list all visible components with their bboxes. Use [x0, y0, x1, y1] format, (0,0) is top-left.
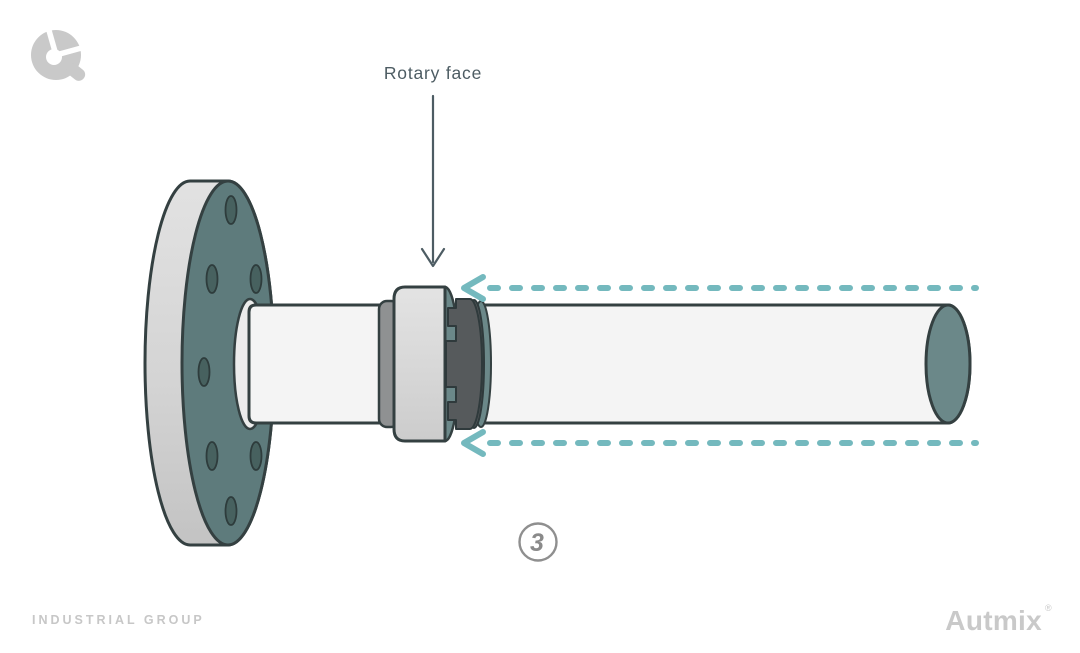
- footer-industrial-group: INDUSTRIAL GROUP: [32, 613, 205, 627]
- step-badge: 3: [518, 522, 558, 562]
- down-arrow-icon: [420, 94, 446, 268]
- bolt-hole: [205, 264, 219, 294]
- step-number: 3: [530, 529, 544, 557]
- bolt-hole: [249, 441, 263, 471]
- drive-notch-ring: [445, 298, 483, 430]
- rotary-face-seal: [377, 285, 492, 443]
- shaft-body: [247, 303, 972, 425]
- insertion-arrow-bottom: [461, 429, 979, 457]
- footer-brand-wordmark: Autmix: [945, 605, 1042, 636]
- pipe-flange: [143, 179, 276, 547]
- bolt-hole: [224, 496, 238, 526]
- annotation-label: Rotary face: [384, 63, 482, 83]
- bolt-hole: [249, 264, 263, 294]
- autmix-a-logo-icon: [31, 26, 86, 81]
- insertion-arrow-top: [461, 274, 979, 302]
- bolt-hole: [224, 195, 238, 225]
- step-badge-circle: [518, 522, 558, 562]
- footer-registered-mark: ®: [1045, 603, 1052, 613]
- seal-body: [392, 285, 447, 443]
- bolt-hole: [197, 357, 211, 387]
- shaft-end-face: [924, 303, 972, 425]
- bolt-hole: [205, 441, 219, 471]
- shaft: [247, 303, 972, 425]
